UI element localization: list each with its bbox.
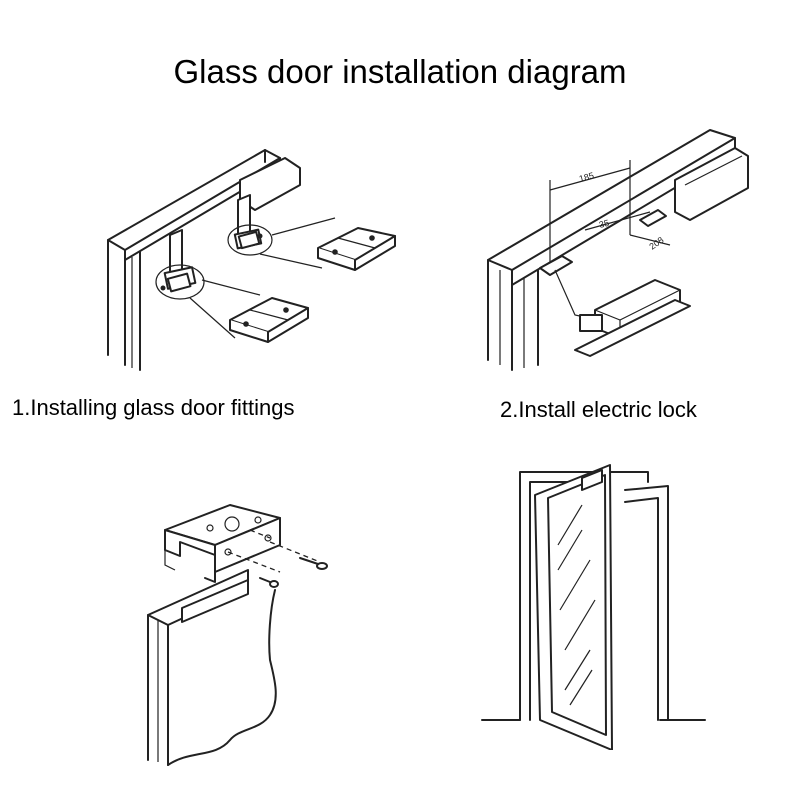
dimension-185: 185 <box>578 170 595 184</box>
dimension-35: 35 <box>598 218 610 230</box>
door-frame-illustration <box>470 450 720 750</box>
fittings-illustration <box>90 140 410 380</box>
diagram-title: Glass door installation diagram <box>173 53 627 90</box>
step-2-caption: 2.Install electric lock <box>500 397 697 422</box>
lock-box-illustration <box>120 490 420 780</box>
dimension-208: 208 <box>647 235 665 252</box>
step-1-caption: 1.Installing glass door fittings <box>12 395 295 420</box>
electric-lock-illustration: 185 35 208 <box>480 120 760 380</box>
